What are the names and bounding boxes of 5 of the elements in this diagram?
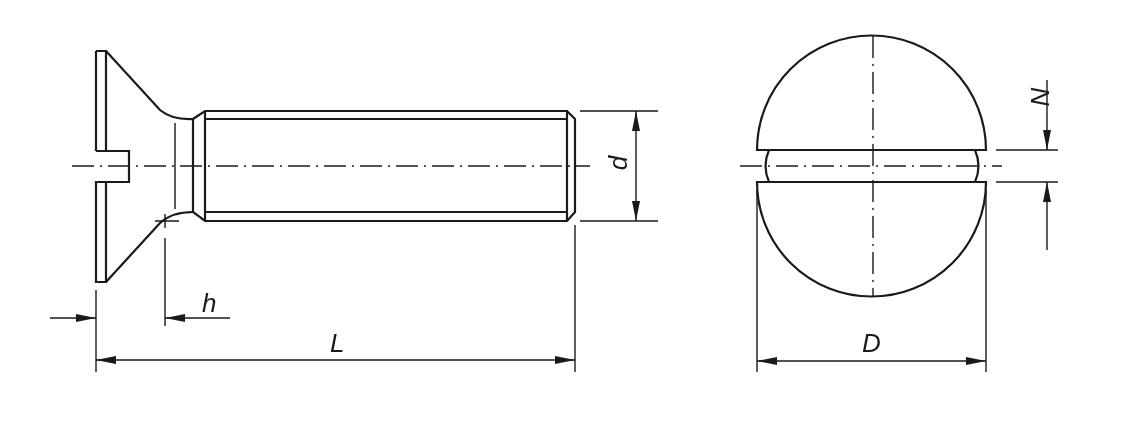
dimension-label: h (202, 290, 217, 316)
dimension-label: D (862, 330, 881, 356)
dimension-label: L (330, 330, 345, 356)
dimension-label: N (1027, 87, 1054, 107)
dimension-label: d (605, 155, 632, 171)
